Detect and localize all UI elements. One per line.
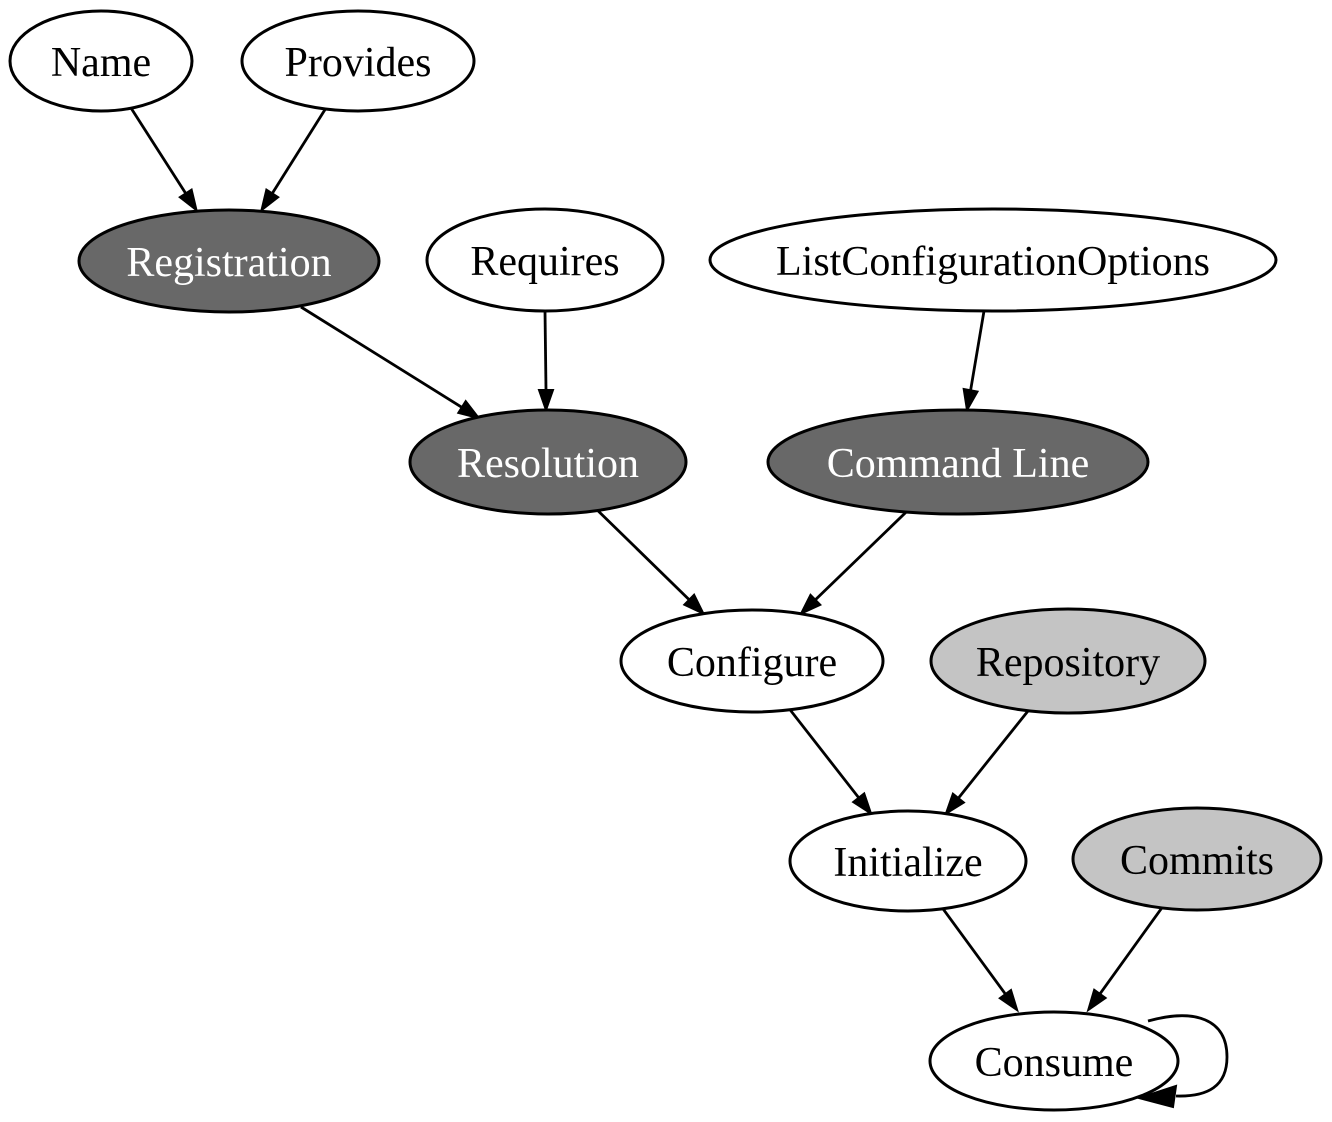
node-ellipse	[425, 207, 665, 313]
edge-listconfigurationoptions-commandline	[962, 310, 986, 414]
node-ellipse	[708, 207, 1278, 313]
node-configure: Configure	[619, 608, 885, 714]
node-ellipse	[240, 9, 476, 113]
node-ellipse	[8, 9, 194, 113]
node-label: Provides	[285, 40, 432, 86]
edge-line	[271, 107, 328, 195]
edge-line	[300, 305, 463, 409]
edge-arrowhead	[998, 988, 1019, 1013]
node-ellipse	[619, 608, 885, 714]
node-registration: Registration	[77, 208, 381, 314]
edge-arrowhead	[944, 792, 966, 817]
edge-arrowhead	[851, 791, 873, 816]
edge-line	[814, 510, 908, 601]
node-label: Name	[51, 40, 151, 86]
nodes: Name Provides Registration Requires List…	[8, 9, 1323, 1112]
node-label: Commits	[1120, 838, 1274, 884]
edge-arrowhead	[178, 187, 199, 213]
edge-consume-self-loop	[1135, 1014, 1229, 1109]
edge-line	[941, 907, 1007, 995]
edge-provides-registration	[259, 107, 328, 213]
edge-arrowhead	[1135, 1084, 1178, 1109]
node-provides: Provides	[240, 9, 476, 113]
edge-arrowhead	[456, 399, 482, 420]
node-initialize: Initialize	[788, 809, 1028, 913]
edge-repository-initialize	[944, 709, 1030, 817]
edge-line	[957, 709, 1030, 799]
node-label: Command Line	[827, 441, 1089, 487]
edge-arrowhead	[682, 592, 706, 616]
node-name: Name	[8, 9, 194, 113]
node-label: Requires	[470, 239, 619, 285]
node-ellipse	[77, 208, 381, 314]
edge-arrowhead	[537, 389, 555, 414]
edge-initialize-consume	[941, 907, 1019, 1013]
edge-line	[1147, 1014, 1229, 1098]
edge-requires-resolution	[537, 310, 555, 414]
edge-registration-resolution	[300, 305, 482, 420]
edge-line	[543, 310, 548, 391]
node-label: Repository	[976, 640, 1160, 686]
edge-arrowhead	[259, 187, 280, 213]
edge-line	[788, 708, 860, 799]
edge-resolution-configure	[596, 509, 706, 616]
edge-line	[969, 310, 986, 391]
node-ellipse	[929, 607, 1207, 715]
node-repository: Repository	[929, 607, 1207, 715]
edges	[129, 107, 1229, 1109]
edge-line	[129, 107, 187, 195]
edge-arrowhead	[1086, 988, 1108, 1013]
edge-line	[1098, 907, 1163, 995]
node-ellipse	[1071, 806, 1323, 912]
node-label: Consume	[975, 1040, 1134, 1086]
node-label: Resolution	[457, 441, 639, 487]
edge-configure-initialize	[788, 708, 873, 816]
node-ellipse	[766, 408, 1150, 516]
node-ellipse	[788, 809, 1028, 913]
node-ellipse	[408, 408, 688, 516]
edge-arrowhead	[798, 593, 823, 616]
edge-commandline-configure	[798, 510, 908, 616]
node-consume: Consume	[928, 1010, 1180, 1112]
edge-commits-consume	[1086, 907, 1163, 1013]
node-label: Initialize	[833, 840, 982, 886]
node-commits: Commits	[1071, 806, 1323, 912]
node-label: ListConfigurationOptions	[776, 239, 1210, 285]
edge-line	[596, 509, 691, 601]
node-label: Configure	[667, 640, 837, 686]
node-label: Registration	[126, 240, 331, 286]
node-requires: Requires	[425, 207, 665, 313]
edge-arrowhead	[962, 387, 980, 414]
node-ellipse	[928, 1010, 1180, 1112]
node-resolution: Resolution	[408, 408, 688, 516]
node-list-configuration-options: ListConfigurationOptions	[708, 207, 1278, 313]
edge-name-registration	[129, 107, 199, 213]
node-command-line: Command Line	[766, 408, 1150, 516]
